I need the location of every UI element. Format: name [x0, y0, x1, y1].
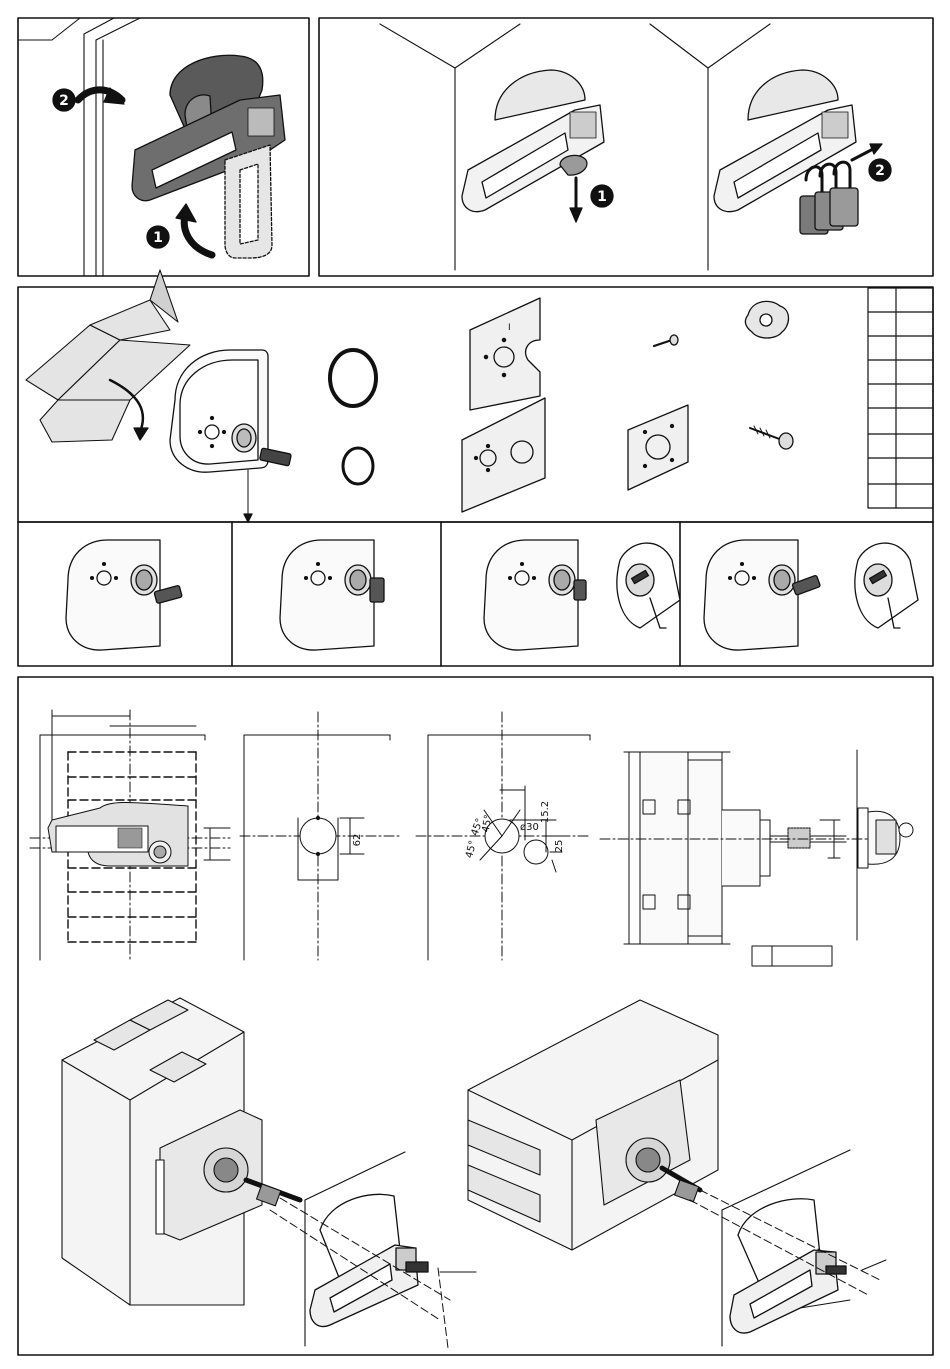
rotation-arrow-2 — [78, 88, 124, 104]
self-tapping-screw-icon — [750, 426, 793, 449]
svg-text:2: 2 — [59, 93, 69, 109]
svg-text:25: 25 — [554, 840, 565, 853]
svg-text:45°: 45° — [464, 839, 479, 859]
key-detail-zoom-3 — [617, 543, 680, 628]
front-view-drawing — [30, 710, 230, 960]
key-position-4 — [704, 540, 821, 650]
step-badge-2: 2 — [53, 89, 75, 111]
rotation-arrow-1 — [176, 204, 212, 255]
step-badge-2b: 2 — [869, 159, 891, 181]
handle-with-pull-tab — [462, 70, 604, 222]
breaker-isometric-left — [62, 998, 300, 1305]
svg-text:I: I — [508, 323, 511, 333]
o-ring-large-icon — [330, 350, 376, 406]
breaker-isometric-right — [468, 1000, 718, 1250]
screw-small-icon — [654, 335, 678, 346]
gasket-square-icon — [628, 405, 688, 490]
handle-with-padlocks — [714, 70, 882, 234]
svg-text:1: 1 — [597, 189, 607, 205]
key-position-2 — [280, 540, 384, 650]
side-view-drawing — [600, 750, 913, 966]
svg-text:62: 62 — [352, 834, 363, 847]
parts-table — [868, 288, 933, 508]
step-badge-1b: 1 — [591, 185, 613, 207]
drilling-template-icon: I — [470, 298, 540, 410]
handle-isometric-right — [730, 1199, 846, 1333]
drilling-drawing-62: 62 — [240, 712, 400, 960]
svg-text:ø30: ø30 — [520, 822, 539, 833]
key-position-3 — [484, 540, 586, 650]
handle-isometric-left — [310, 1194, 428, 1326]
gasket-two-holes-icon — [462, 398, 545, 512]
step-badge-1: 1 — [147, 226, 169, 248]
key-position-1 — [66, 540, 182, 650]
knob-nut-icon — [745, 301, 788, 338]
svg-text:1: 1 — [153, 230, 163, 246]
door-frame — [18, 18, 140, 276]
handle-base-with-keylock — [170, 350, 291, 472]
packaging-box-icon — [26, 270, 190, 442]
drilling-drawing-30: ø30 15.2 25 45° 45° 45° — [416, 712, 590, 960]
o-ring-small-icon — [343, 448, 373, 484]
key-detail-zoom-4 — [855, 543, 918, 628]
svg-text:15.2: 15.2 — [540, 801, 551, 823]
svg-text:2: 2 — [875, 163, 885, 179]
